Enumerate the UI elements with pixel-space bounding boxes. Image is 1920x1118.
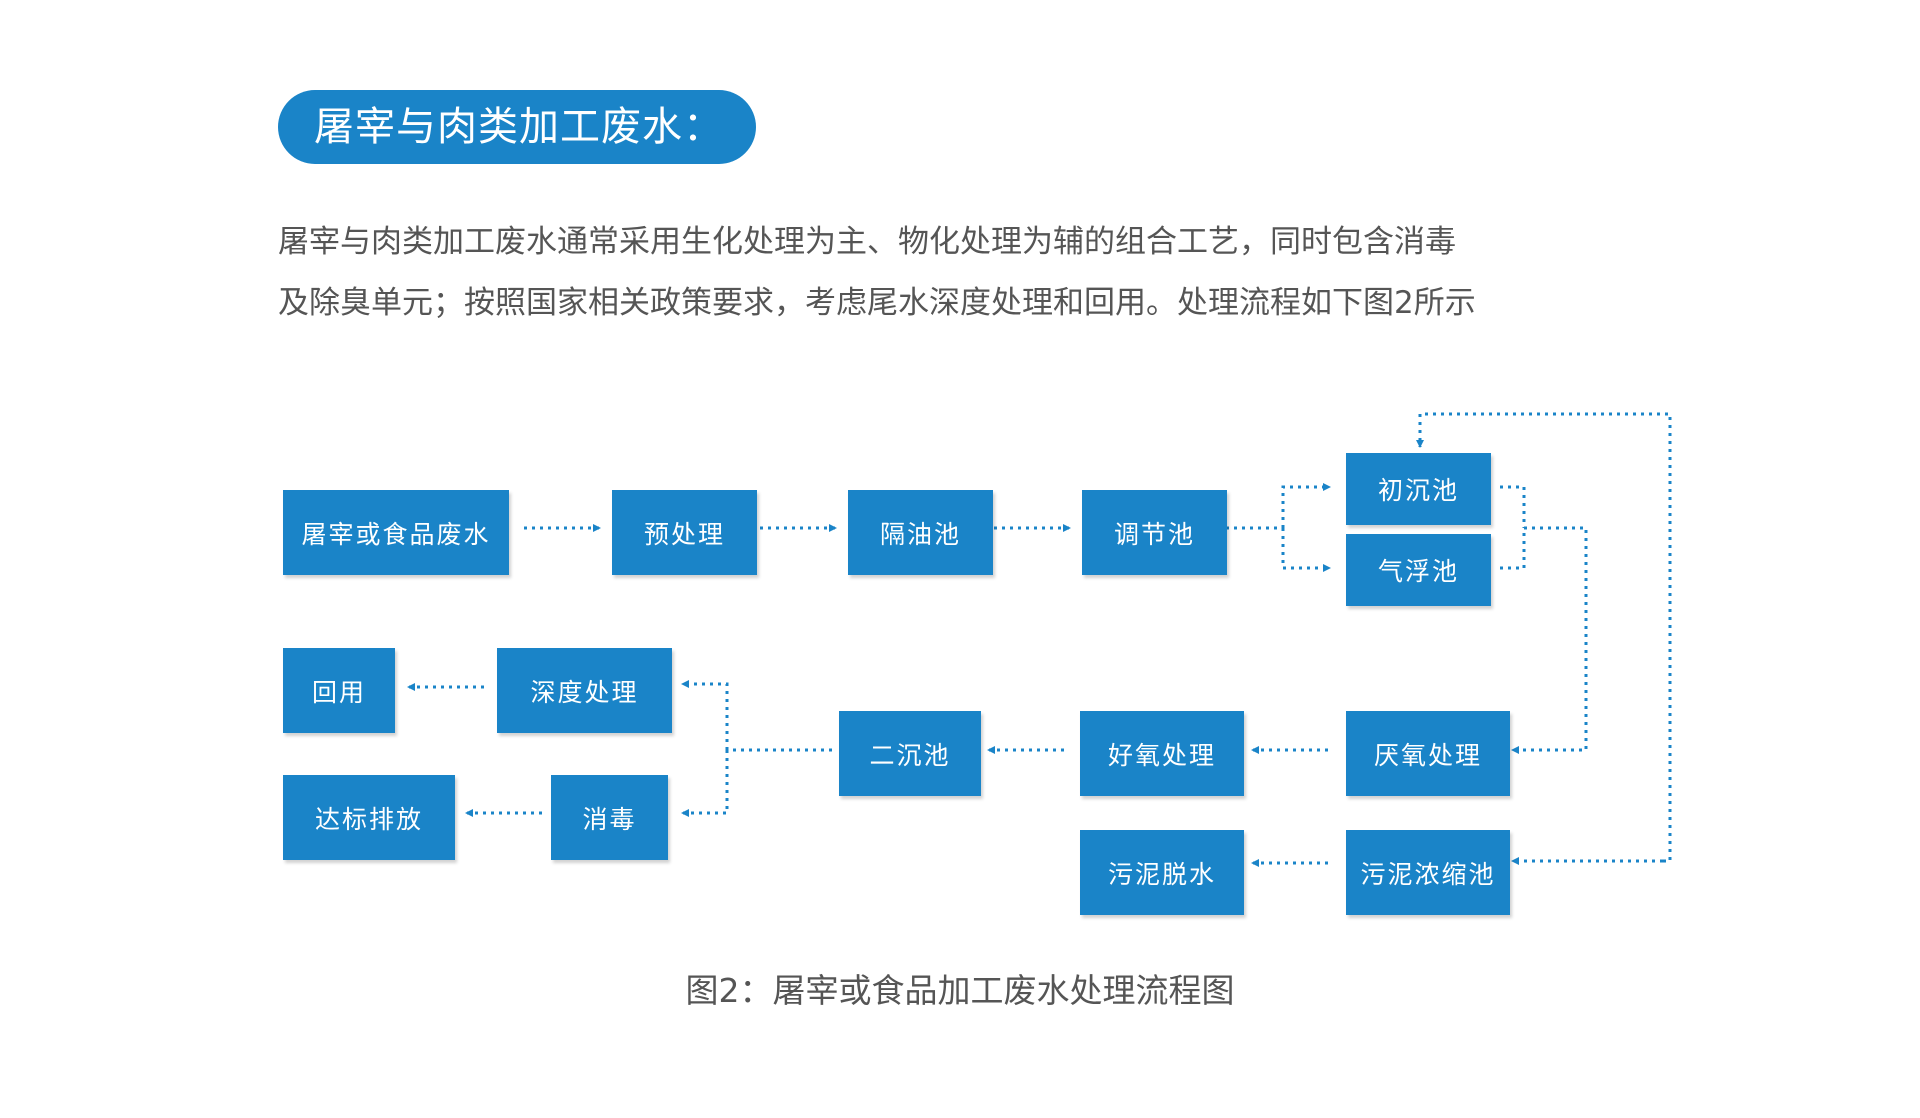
node-source-wastewater: 屠宰或食品废水 (283, 490, 509, 575)
node-primary-clarifier: 初沉池 (1346, 453, 1491, 525)
connector-merge-to-anaerobic (1511, 526, 1588, 754)
node-equalization-tank: 调节池 (1082, 490, 1227, 575)
figure-caption: 图2：屠宰或食品加工废水处理流程图 (685, 971, 1235, 1010)
node-oil-trap: 隔油池 (848, 490, 993, 575)
node-aerobic-treatment: 好氧处理 (1080, 711, 1244, 796)
intro-line-2: 及除臭单元；按照国家相关政策要求，考虑尾水深度处理和回用。处理流程如下图2所示 (278, 285, 1476, 321)
connector-split-to-flotation (1281, 528, 1331, 572)
intro-paragraph: 屠宰与肉类加工废水通常采用生化处理为主、物化处理为辅的组合工艺，同时包含消毒 及… (278, 212, 1678, 334)
node-reuse: 回用 (283, 648, 395, 733)
node-disinfection: 消毒 (551, 775, 668, 860)
node-sludge-dewatering: 污泥脱水 (1080, 830, 1244, 915)
connector-branch-to-advanced (681, 680, 729, 750)
node-advanced-treatment: 深度处理 (497, 648, 672, 733)
connector-sludge-return (1416, 412, 1672, 863)
node-anaerobic-treatment: 厌氧处理 (1346, 711, 1510, 796)
connector-primary-merge (1500, 485, 1526, 528)
node-compliant-discharge: 达标排放 (283, 775, 455, 860)
connector-split-to-primary (1281, 483, 1331, 528)
section-heading: 屠宰与肉类加工废水： (278, 90, 756, 164)
node-sludge-thickener: 污泥浓缩池 (1346, 830, 1510, 915)
node-flotation-tank: 气浮池 (1346, 534, 1491, 606)
intro-line-1: 屠宰与肉类加工废水通常采用生化处理为主、物化处理为辅的组合工艺，同时包含消毒 (278, 224, 1456, 260)
node-secondary-clarifier: 二沉池 (839, 711, 981, 796)
node-pretreatment: 预处理 (612, 490, 757, 575)
connector-flotation-merge (1500, 528, 1526, 570)
connector-branch-to-disinfect (681, 750, 729, 817)
